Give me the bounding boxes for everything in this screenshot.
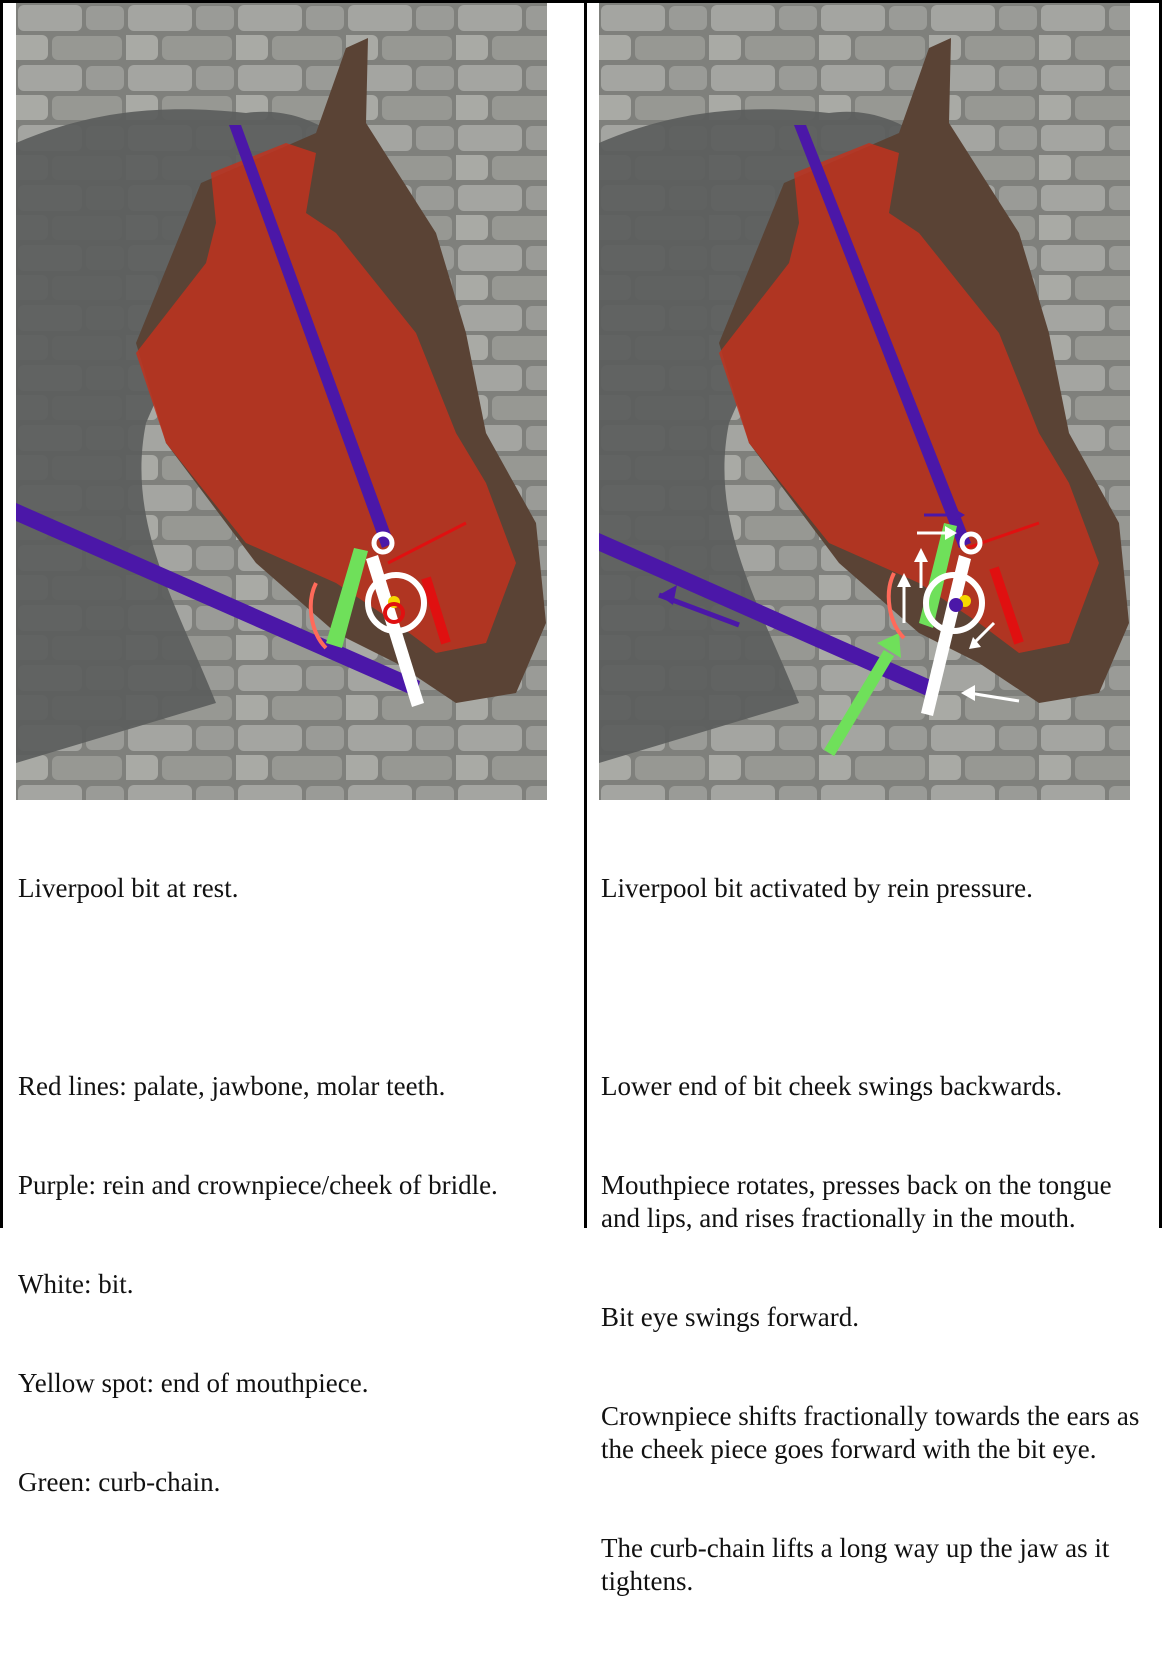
legend-line: Red lines: palate, jawbone, molar teeth.: [18, 1070, 558, 1103]
legend-line: Green: curb-chain.: [18, 1466, 558, 1499]
description-line: Mouthpiece rotates, presses back on the …: [601, 1169, 1156, 1235]
comparison-table: Liverpool bit at rest. Red lines: palate…: [0, 0, 1162, 1228]
photo-bit-activated: [599, 3, 1130, 800]
caption-left: Liverpool bit at rest. Red lines: palate…: [18, 806, 558, 1565]
caption-right: Liverpool bit activated by rein pressure…: [601, 806, 1156, 1664]
caption-title: Liverpool bit at rest.: [18, 872, 558, 905]
description-line: Bit eye swings forward.: [601, 1301, 1156, 1334]
caption-spacer: [18, 971, 558, 1004]
table-column-divider: [584, 0, 587, 1228]
caption-spacer: [601, 971, 1156, 1004]
legend-line: Purple: rein and crownpiece/cheek of bri…: [18, 1169, 558, 1202]
legend-line: White: bit.: [18, 1268, 558, 1301]
caption-title: Liverpool bit activated by rein pressure…: [601, 872, 1156, 905]
photo-bit-at-rest: [16, 3, 547, 800]
legend-line: Yellow spot: end of mouthpiece.: [18, 1367, 558, 1400]
description-line: Lower end of bit cheek swings backwards.: [601, 1070, 1156, 1103]
description-line: The curb-chain lifts a long way up the j…: [601, 1532, 1156, 1598]
table-border-left: [0, 0, 3, 1228]
description-line: Crownpiece shifts fractionally towards t…: [601, 1400, 1156, 1466]
